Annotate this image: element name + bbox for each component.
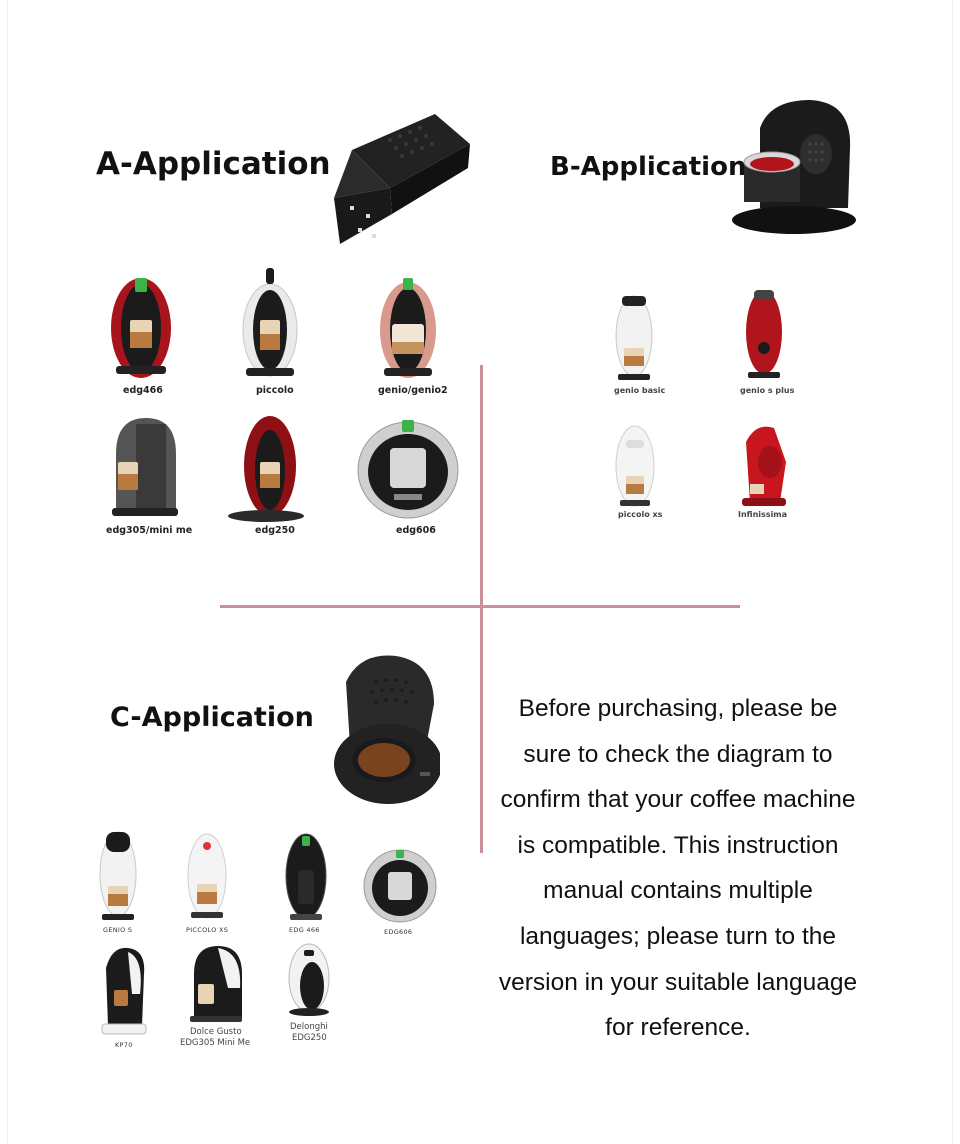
pod-adapter-icon — [334, 655, 442, 804]
machine-edg606-label: edg606 — [396, 525, 436, 536]
machine-edg305-c-image — [188, 944, 244, 1024]
machine-edg606-c-label: EDG606 — [384, 928, 413, 936]
section-a-title: A-Application — [96, 146, 331, 182]
machine-edg606-image — [356, 414, 460, 520]
coffee-machine-icon — [615, 425, 655, 507]
machine-piccolo-xs-b-image — [614, 422, 656, 510]
machine-infinissima-image — [736, 422, 792, 510]
machine-genio-s-image — [98, 830, 138, 924]
machine-edg305-label: edg305/mini me — [106, 525, 193, 536]
coffee-machine-icon — [380, 278, 436, 378]
machine-kp70-image — [98, 944, 150, 1038]
compatibility-notice: Before purchasing, please be sure to che… — [478, 686, 878, 1051]
coffee-machine-icon — [187, 833, 227, 919]
section-b-title: B-Application — [550, 152, 747, 182]
machine-edg250-image — [226, 410, 306, 526]
machine-edg466-image — [108, 268, 174, 380]
machine-edg250-label: edg250 — [255, 525, 295, 536]
coffee-machine-icon — [190, 946, 242, 1022]
notice-line: sure to check the diagram to — [523, 740, 833, 768]
machine-delonghi-label: Delonghi — [290, 1022, 328, 1032]
machine-dolce-gusto-label: Dolce Gusto — [190, 1027, 242, 1037]
capsule-tray-adapter-icon — [334, 114, 470, 244]
machine-piccolo-xs-c-image — [186, 830, 228, 922]
notice-line: for reference. — [605, 1014, 751, 1042]
machine-genio-basic-image — [614, 292, 654, 384]
adapter-c-image — [330, 652, 442, 815]
machine-piccolo-image — [240, 266, 300, 380]
machine-piccolo-xs-b-label: piccolo xs — [618, 510, 663, 519]
vertical-divider — [480, 365, 483, 853]
machine-edg606-c-image — [362, 846, 438, 924]
machine-piccolo-xs-c-label: PICCOLO XS — [186, 926, 229, 934]
pod-holder-adapter-icon — [732, 100, 856, 234]
machine-edg305-image — [106, 414, 182, 520]
coffee-machine-icon — [288, 943, 330, 1016]
machine-edg250-c-label: EDG250 — [292, 1033, 327, 1043]
horizontal-divider — [220, 605, 740, 608]
coffee-machine-icon — [111, 278, 171, 378]
notice-line: version in your suitable language — [498, 968, 858, 996]
notice-line: manual contains multiple — [543, 877, 813, 905]
section-c-title: C-Application — [110, 702, 314, 733]
coffee-machine-icon — [101, 947, 147, 1035]
coffee-machine-icon — [746, 290, 782, 378]
coffee-machine-icon — [742, 426, 786, 506]
coffee-machine-icon — [615, 295, 653, 380]
machine-edg466-c-label: EDG 466 — [289, 926, 320, 934]
machine-piccolo-label: piccolo — [256, 385, 294, 396]
notice-line: Before purchasing, please be — [518, 695, 838, 722]
coffee-machine-icon — [99, 831, 137, 920]
machine-edg250-c-image — [286, 942, 332, 1018]
adapter-a-image — [330, 110, 472, 250]
coffee-machine-icon — [242, 268, 298, 377]
adapter-b-image — [730, 98, 856, 243]
machine-genio-s-label: GENIO S — [103, 926, 133, 934]
machine-edg466-c-image — [284, 830, 328, 924]
coffee-machine-icon — [228, 416, 304, 522]
machine-edg466-label: edg466 — [123, 385, 163, 396]
coffee-machine-icon — [112, 418, 178, 516]
notice-line: confirm that your coffee machine — [500, 786, 856, 814]
notice-line: is compatible. This instruction — [517, 831, 839, 859]
machine-infinissima-label: Infinissima — [738, 510, 788, 519]
machine-genio-s-plus-image — [744, 288, 784, 382]
machine-edg305-mini-me-label: EDG305 Mini Me — [180, 1038, 251, 1048]
coffee-machine-icon — [363, 849, 437, 923]
coffee-machine-icon — [357, 420, 459, 519]
machine-genio-image — [378, 268, 438, 382]
coffee-machine-icon — [285, 833, 327, 920]
machine-genio-label: genio/genio2 — [378, 385, 448, 396]
machine-genio-s-plus-label: genio s plus — [740, 386, 795, 395]
machine-kp70-label: KP70 — [115, 1041, 133, 1049]
notice-line: languages; please turn to the — [519, 922, 836, 950]
machine-genio-basic-label: genio basic — [614, 386, 666, 395]
